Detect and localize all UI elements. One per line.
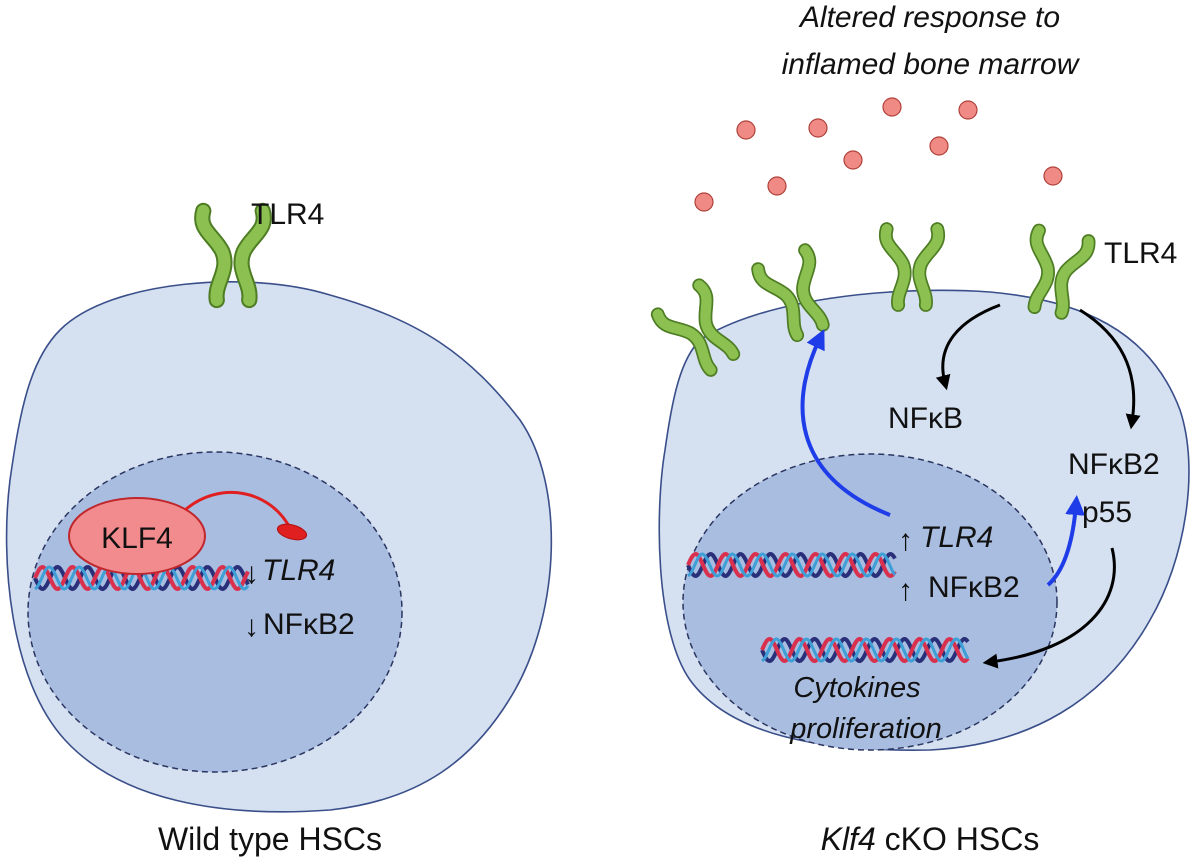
tlr4-subunit: [694, 280, 739, 360]
tlr4-receptor-wild-type: [194, 202, 272, 309]
tlr4-receptors-klf4-cko: [650, 222, 1096, 377]
ligand-dot: [1043, 166, 1063, 186]
nfkb2-protein-label: NFκB2: [1068, 448, 1160, 481]
ligand-dot: [958, 100, 978, 120]
dna-strand: [33, 564, 250, 592]
wild-type-caption: Wild type HSCs: [158, 821, 382, 857]
dna-strand: [687, 552, 897, 578]
tlr4-dimer: [650, 278, 741, 377]
tlr4-gene-label-klf4-cko: TLR4: [920, 521, 993, 554]
tlr4-dimer: [194, 202, 272, 309]
inflammatory-ligands: [694, 97, 1063, 212]
tlr4-to-nfkb2-arrow: [1079, 308, 1141, 430]
dna-strand: [760, 636, 970, 664]
dna-helix-target-genes: [760, 636, 970, 664]
ligand-dot: [767, 176, 787, 196]
dna-strand: [686, 551, 897, 579]
dna-helix-klf4-cko: [686, 551, 897, 579]
tlr4-subunit: [880, 223, 910, 311]
ligand-dot: [843, 150, 863, 170]
nfkb2-label-wild-type: NFκB2: [263, 608, 355, 641]
dna-strand: [686, 551, 897, 579]
nfkb2-gene-label-klf4-cko: NFκB2: [928, 571, 1020, 604]
nfkb2-gene-to-protein-arrow: [1046, 495, 1086, 587]
klf4-cko-nucleus: [682, 453, 1058, 751]
tlr4-subunit: [1056, 235, 1094, 319]
nfkb2-up-arrow: ↑: [898, 574, 913, 607]
wild-type-cell: KLF4 ↓ TLR4 ↓ NFκB2 TLR4 Wild type HSCs: [5, 198, 553, 857]
dna-strand: [761, 637, 970, 663]
ligand-dot: [882, 97, 902, 117]
nfkb2-down-arrow: ↓: [244, 610, 259, 643]
ligand-dot: [808, 118, 828, 138]
p55-to-nucleus-arrow: [982, 547, 1116, 669]
tlr4-gene-to-receptor-arrow: [800, 328, 891, 517]
klf4-inhibition-line: [184, 490, 292, 529]
tlr4-subunit: [1029, 225, 1054, 313]
ligand-dot: [694, 192, 714, 212]
cytokines-label: Cytokines: [793, 672, 920, 704]
dna-strand: [760, 636, 970, 664]
tlr4-dimer: [878, 222, 946, 312]
klf4-protein: [68, 497, 206, 575]
tlr4-receptor-label-wild-type: TLR4: [251, 198, 324, 231]
tlr4-subunit: [196, 204, 231, 307]
tlr4-down-arrow: ↓: [244, 557, 259, 590]
panel-title-line2: inflamed bone marrow: [782, 48, 1081, 81]
p55-label: p55: [1082, 496, 1132, 529]
tlr4-subunit: [235, 204, 270, 307]
klf4-inhibition-bar: [276, 523, 308, 541]
nfkb-label: NFκB: [888, 402, 963, 435]
tlr4-dimer: [1027, 223, 1096, 320]
panel-title-line1: Altered response to: [798, 1, 1060, 34]
tlr4-up-arrow: ↑: [898, 524, 913, 557]
tlr4-subunit: [652, 309, 716, 376]
ligand-dot: [929, 136, 949, 156]
tlr4-receptor-label-klf4-cko: TLR4: [1104, 237, 1177, 270]
klf4-caption-rest: cKO HSCs: [876, 821, 1040, 857]
tlr4-subunit: [914, 223, 944, 311]
tlr4-subunit: [797, 244, 828, 331]
klf4-cko-caption: Klf4 cKO HSCs: [821, 821, 1040, 857]
klf4-caption-gene: Klf4: [821, 821, 876, 857]
ligand-dot: [736, 120, 756, 140]
proliferation-label: proliferation: [789, 713, 942, 745]
klf4-cko-cell: Altered response to inflamed bone marrow…: [650, 1, 1190, 857]
tlr4-gene-label-wild-type: TLR4: [262, 554, 335, 587]
tlr4-subunit: [752, 263, 803, 341]
klf4-label: KLF4: [101, 522, 173, 555]
tlr4-dimer: [751, 243, 830, 343]
tlr4-to-nfkb-arrow: [935, 303, 1001, 391]
